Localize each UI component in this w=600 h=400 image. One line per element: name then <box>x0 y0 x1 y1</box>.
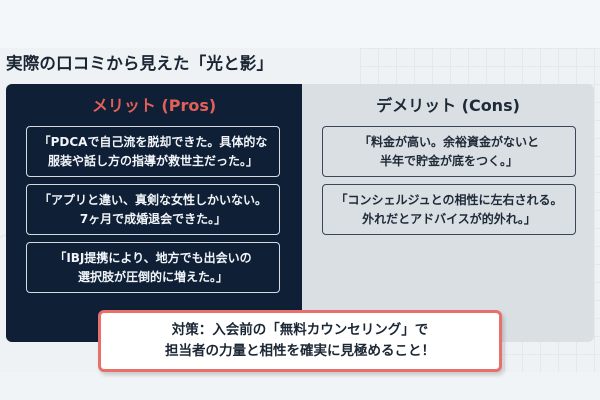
pros-review-card: 「PDCAで自己流を脱却できた。具体的な 服装や話し方の指導が救世主だった。」 <box>26 126 280 177</box>
review-line: 「IBJ提携により、地方でも出会いの <box>54 250 252 265</box>
review-line: 「コンシェルジュとの相性に左右される。 <box>335 192 563 207</box>
pros-panel: メリット (Pros) 「PDCAで自己流を脱却できた。具体的な 服装や話し方の… <box>6 84 302 342</box>
cons-panel: デメリット (Cons) 「料金が高い。余裕資金がないと 半年で貯金が底をつく。… <box>302 84 594 342</box>
callout-line: 対策：入会前の「無料カウンセリング」で <box>171 322 429 338</box>
review-line: 「アプリと違い、真剣な女性しかいない。 <box>38 192 267 207</box>
review-line: 7ヶ月で成婚退会できた。」 <box>79 211 227 226</box>
top-margin <box>0 0 600 48</box>
cons-review-card: 「料金が高い。余裕資金がないと 半年で貯金が底をつく。」 <box>322 126 576 177</box>
review-line: 服装や話し方の指導が救世主だった。」 <box>47 153 258 168</box>
callout-line: 担当者の力量と相性を確実に見極めること！ <box>165 343 435 359</box>
review-line: 選択肢が圧倒的に増えた。」 <box>77 269 228 284</box>
pros-review-card: 「アプリと違い、真剣な女性しかいない。 7ヶ月で成婚退会できた。」 <box>26 184 280 235</box>
slide-title: 実際の口コミから見えた「光と影」 <box>6 54 274 73</box>
cons-review-card: 「コンシェルジュとの相性に左右される。 外れだとアドバイスが的外れ。」 <box>322 184 576 235</box>
bottom-margin <box>0 372 600 400</box>
countermeasure-callout: 対策：入会前の「無料カウンセリング」で 担当者の力量と相性を確実に見極めること！ <box>98 310 502 372</box>
cons-heading: デメリット (Cons) <box>376 96 520 115</box>
review-line: 「料金が高い。余裕資金がないと <box>358 134 539 149</box>
review-line: 半年で貯金が底をつく。」 <box>379 153 518 168</box>
review-line: 「PDCAで自己流を脱却できた。具体的な <box>38 134 268 149</box>
pros-heading: メリット (Pros) <box>91 96 217 115</box>
pros-review-card: 「IBJ提携により、地方でも出会いの 選択肢が圧倒的に増えた。」 <box>26 242 280 293</box>
review-line: 外れだとアドバイスが的外れ。」 <box>362 211 536 226</box>
